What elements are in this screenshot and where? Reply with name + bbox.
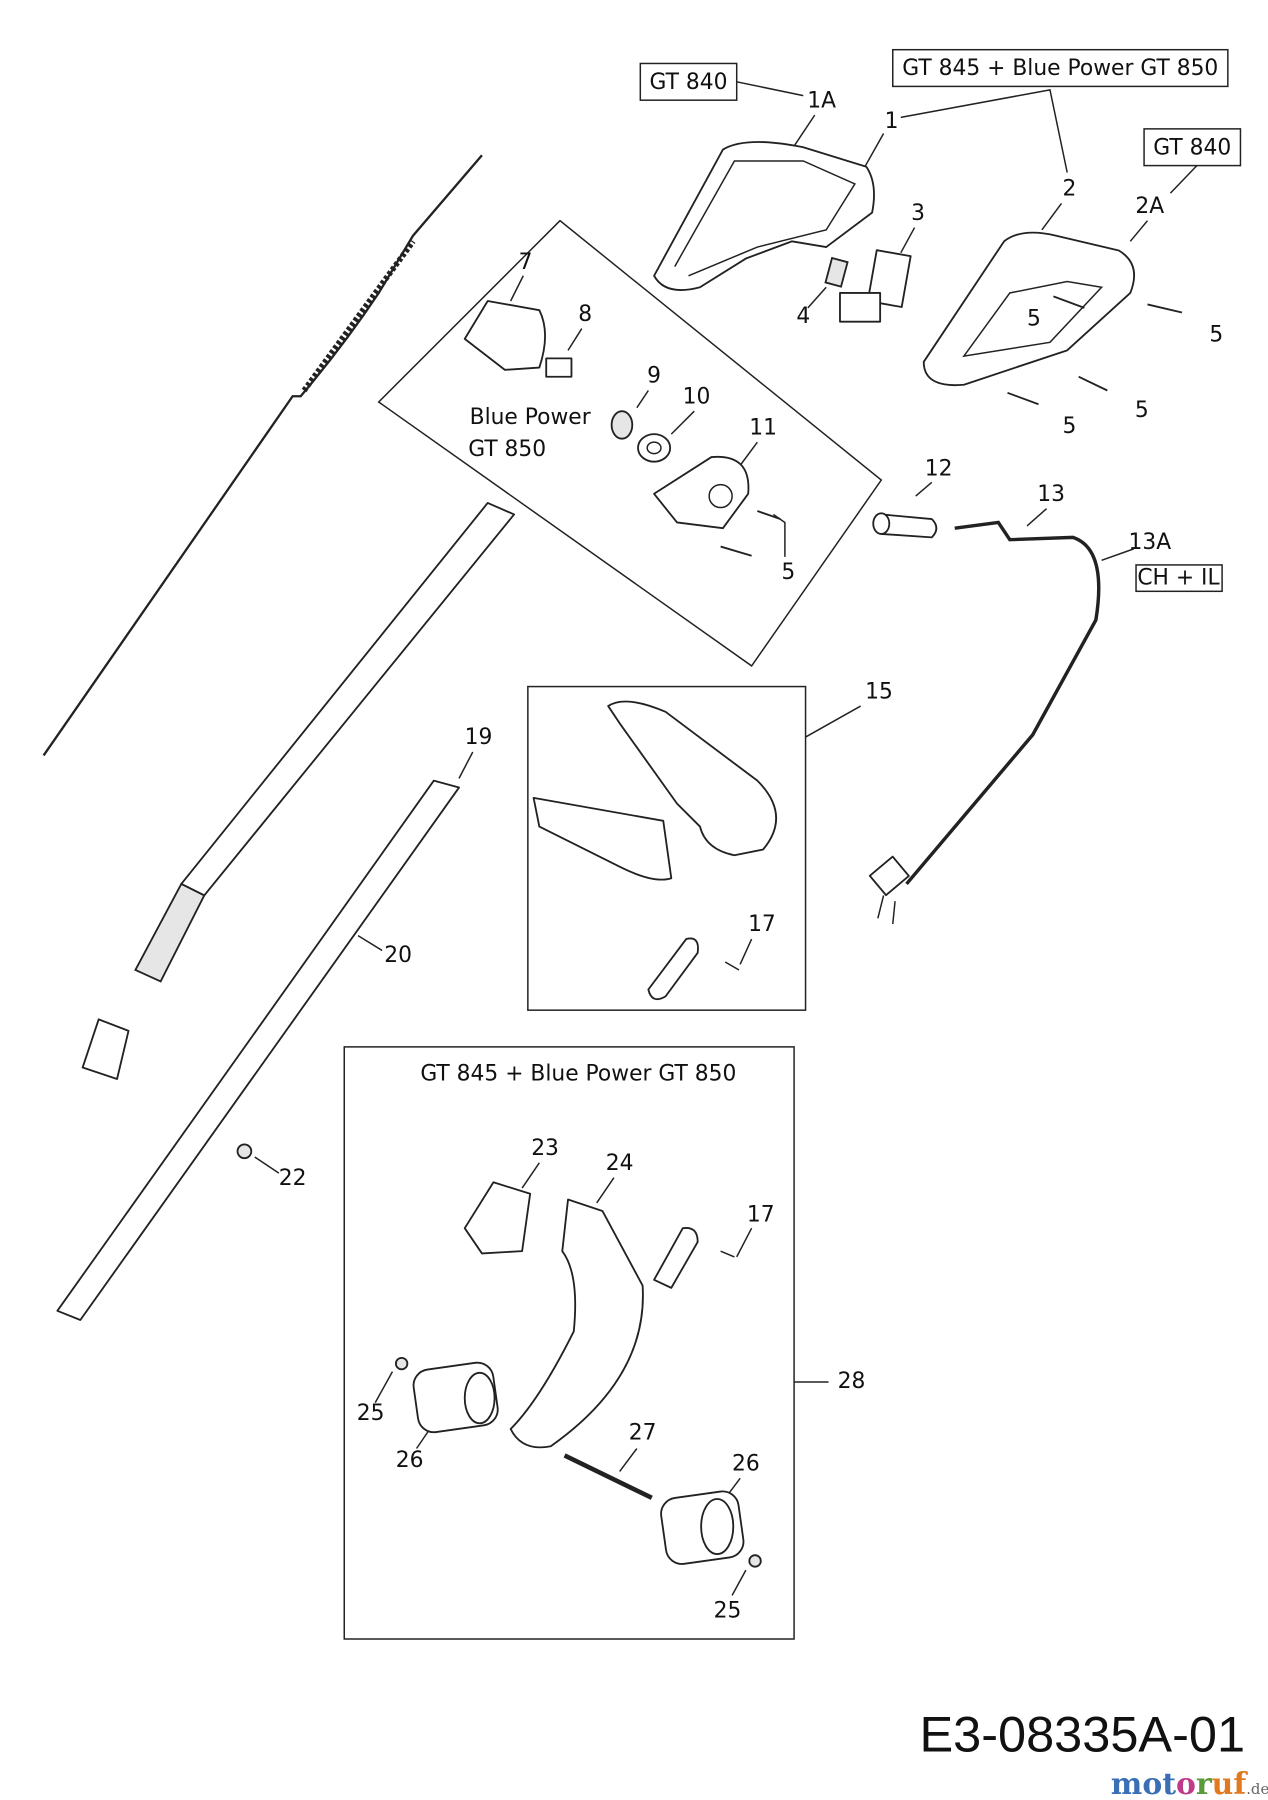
part-8-switch — [545, 357, 573, 378]
svg-text:3: 3 — [911, 201, 925, 226]
part-26-25-right — [660, 1490, 762, 1568]
group-label-gt850: GT 850 — [468, 437, 546, 462]
part-24-handle-arm — [509, 1198, 644, 1449]
svg-text:22: 22 — [279, 1166, 307, 1191]
shaft-upper — [81, 502, 516, 1080]
part-12-sleeve — [872, 512, 938, 539]
svg-text:GT 840: GT 840 — [650, 70, 728, 95]
model-box-gt840-top: GT 840 — [639, 62, 738, 101]
part-1-housing-half — [653, 141, 875, 291]
group-label-bluepower: Blue Power — [470, 405, 591, 430]
rod-with-spring — [42, 154, 483, 757]
part-10-ring — [637, 433, 672, 463]
part-15-handle — [532, 700, 777, 881]
part-19-20-tube — [56, 779, 460, 1321]
svg-text:5: 5 — [1209, 322, 1223, 347]
group-frame-28 — [343, 1046, 795, 1640]
svg-text:24: 24 — [606, 1151, 634, 1176]
part-22-nut — [236, 1143, 253, 1160]
svg-text:17: 17 — [747, 1203, 775, 1228]
svg-text:GT 840: GT 840 — [1153, 135, 1231, 160]
svg-text:5: 5 — [781, 560, 795, 585]
svg-text:CH + IL: CH + IL — [1137, 566, 1220, 591]
svg-text:4: 4 — [796, 304, 810, 329]
svg-text:1A: 1A — [807, 88, 836, 113]
svg-text:7: 7 — [519, 250, 533, 275]
svg-text:25: 25 — [714, 1598, 742, 1623]
svg-text:15: 15 — [865, 679, 893, 704]
group-frame-bluepower — [377, 219, 883, 667]
part-17-trigger — [647, 937, 740, 1001]
drawing-code: E3-08335A-01 — [919, 1705, 1245, 1762]
part-13-plug — [868, 855, 910, 925]
svg-text:28: 28 — [838, 1369, 866, 1394]
svg-text:2: 2 — [1063, 177, 1077, 202]
svg-text:5: 5 — [1027, 306, 1041, 331]
part-9-spring — [610, 410, 634, 440]
svg-text:11: 11 — [749, 415, 777, 440]
svg-text:19: 19 — [465, 725, 493, 750]
svg-text:25: 25 — [357, 1401, 385, 1426]
part-23-clip — [463, 1181, 532, 1255]
svg-text:27: 27 — [629, 1421, 657, 1446]
svg-text:20: 20 — [384, 943, 412, 968]
svg-text:8: 8 — [578, 302, 592, 327]
svg-text:13: 13 — [1037, 482, 1065, 507]
svg-text:10: 10 — [683, 384, 711, 409]
part-27-axle — [563, 1453, 653, 1500]
svg-text:13A: 13A — [1128, 530, 1171, 555]
svg-text:motoruf.de: motoruf.de — [1111, 1767, 1268, 1800]
svg-text:2A: 2A — [1135, 194, 1164, 219]
svg-text:GT 845 + Blue Power GT 850: GT 845 + Blue Power GT 850 — [902, 56, 1218, 81]
svg-text:26: 26 — [396, 1448, 424, 1473]
part-13-cable — [905, 520, 1101, 886]
svg-text:5: 5 — [1135, 398, 1149, 423]
part-11-clamp — [653, 455, 750, 530]
part-4-clip — [824, 256, 849, 288]
svg-text:17: 17 — [748, 912, 776, 937]
part-25-26-left — [394, 1356, 499, 1434]
svg-text:1: 1 — [885, 109, 899, 134]
model-box-ch-il: CH + IL — [1135, 564, 1223, 593]
watermark-logo: motoruf.de — [1111, 1767, 1268, 1800]
model-box-gt845-850: GT 845 + Blue Power GT 850 — [892, 48, 1229, 88]
part-3-switch — [839, 249, 912, 323]
model-box-gt840-right: GT 840 — [1143, 128, 1242, 167]
svg-text:12: 12 — [925, 457, 953, 482]
screws-5 — [720, 295, 1183, 557]
group-frame-15 — [527, 685, 807, 1011]
part-7-switch-cover — [463, 300, 546, 371]
svg-text:5: 5 — [1063, 414, 1077, 439]
part-2-housing-half — [922, 231, 1135, 387]
svg-text:9: 9 — [647, 364, 661, 389]
part-number-labels: 1A 1 2 2A 3 4 5 5 5 5 5 7 8 9 10 11 12 1… — [279, 88, 1224, 1623]
svg-text:26: 26 — [732, 1452, 760, 1477]
svg-text:23: 23 — [531, 1136, 559, 1161]
group-28-title: GT 845 + Blue Power GT 850 — [420, 1061, 736, 1086]
spring-coil — [301, 239, 416, 393]
part-17-pin — [653, 1226, 735, 1289]
leader-lines — [254, 81, 1198, 1596]
